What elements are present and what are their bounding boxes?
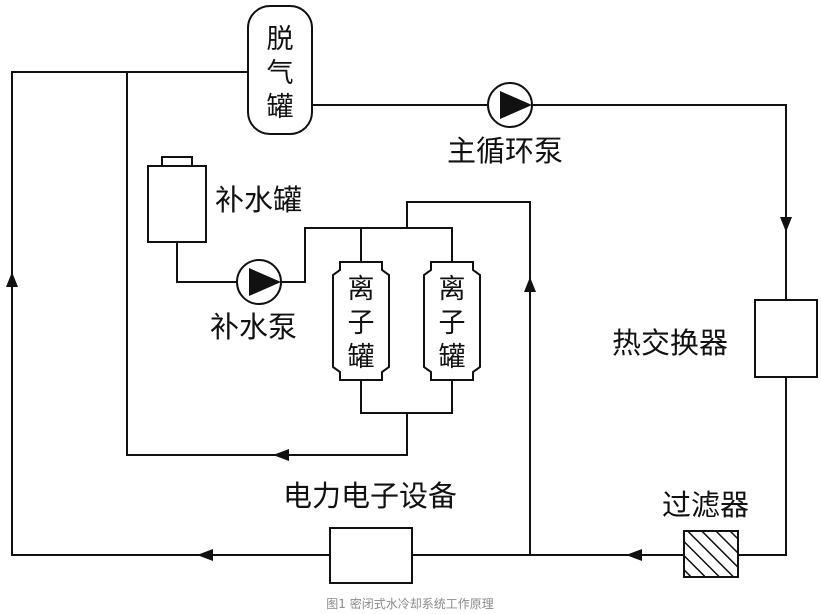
degas-tank-label-1: 脱	[267, 24, 294, 55]
degas-tank-label-2: 气	[267, 58, 294, 89]
flow-arrows	[6, 217, 792, 561]
figure-caption: 图1 密闭式水冷却系统工作原理	[326, 596, 493, 611]
pump-arrow-icon	[249, 268, 281, 296]
ion-tank-2-label-1: 离	[439, 274, 466, 305]
arrow-up-riser-icon	[524, 277, 536, 292]
main-pump-label: 主循环泵	[447, 134, 563, 168]
pipe-hx-to-filter	[737, 376, 787, 556]
arrow-left-bottom-icon	[197, 549, 213, 561]
pipe-main-supply	[311, 104, 787, 301]
makeup-pump-label: 补水泵	[210, 310, 297, 344]
power-electronic-equipment	[329, 527, 413, 584]
ion-tank-2: 离 子 罐	[423, 261, 481, 381]
heat-exchanger-label: 热交换器	[612, 326, 728, 360]
arrow-left-return-icon	[273, 449, 289, 461]
ion-tank-1-label-1: 离	[348, 274, 375, 305]
degas-tank: 脱 气 罐	[247, 5, 313, 135]
makeup-pump	[236, 259, 282, 305]
pipe-ion-return	[126, 71, 408, 456]
makeup-tank-label: 补水罐	[215, 183, 302, 217]
pipe-makeup	[176, 241, 237, 283]
arrow-down-right-icon	[780, 217, 792, 232]
ion-tank-2-label-3: 罐	[439, 342, 466, 373]
pump-arrow-icon	[500, 91, 532, 119]
pipe-ion-outlets	[360, 379, 453, 414]
filter	[683, 530, 739, 578]
pipe-network	[11, 71, 787, 556]
power-equipment-label: 电力电子设备	[283, 479, 457, 513]
ion-tank-1-label-2: 子	[348, 308, 375, 339]
arrow-up-left-icon	[6, 272, 18, 287]
pipe-ion-riser	[406, 201, 531, 556]
main-pump	[487, 82, 533, 128]
ion-tank-2-label-2: 子	[439, 308, 466, 339]
pipe-makeup-to-header	[282, 227, 453, 283]
pipe-outer-loop	[11, 71, 331, 556]
degas-tank-label-3: 罐	[267, 92, 294, 123]
arrow-left-filter-icon	[626, 549, 642, 561]
heat-exchanger	[754, 299, 818, 378]
makeup-tank	[147, 156, 207, 243]
filter-label: 过滤器	[662, 488, 749, 522]
ion-tank-1: 离 子 罐	[332, 261, 390, 381]
ion-tank-1-label-3: 罐	[348, 342, 375, 373]
